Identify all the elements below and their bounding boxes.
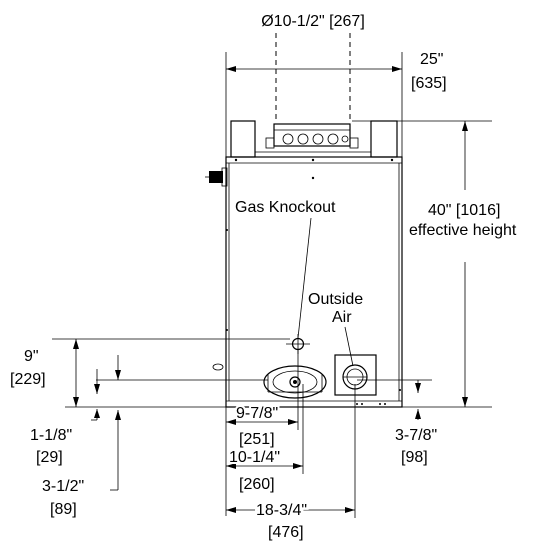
dim-1-1-8-mm: [29] <box>36 449 63 466</box>
dim-9-in: 9" <box>24 348 39 365</box>
dim-3-1-2-in: 3-1/2" <box>42 478 84 495</box>
gas-knockout-leader <box>297 217 312 339</box>
width-label-in: 25" <box>420 51 443 68</box>
outside-air-label-2: Air <box>332 309 352 326</box>
dim-18-3-4-mm: [476] <box>268 524 304 541</box>
dim-3-1-2-mm: [89] <box>50 501 77 518</box>
dim-10-1-4-in: 10-1/4" <box>229 449 280 466</box>
height-label: 40" [1016] <box>428 202 500 219</box>
dim-3-1-2-lines <box>96 355 268 491</box>
width-dimension <box>225 52 403 157</box>
width-label-mm: [635] <box>411 75 447 92</box>
dim-9-lines <box>52 338 290 407</box>
sight-port <box>212 363 224 371</box>
height-dimension <box>352 120 492 407</box>
dim-3-7-8-mm: [98] <box>401 449 428 466</box>
dim-1-1-8-in: 1-1/8" <box>30 427 72 444</box>
gas-knockout-label: Gas Knockout <box>235 199 336 216</box>
dim-3-7-8-lines <box>357 379 432 420</box>
flue-diameter-label: Ø10-1/2" [267] <box>261 13 365 30</box>
dim-9-7-8-in: 9-7/8" <box>236 405 278 422</box>
dim-10-1-4-mm: [260] <box>239 476 275 493</box>
dim-horizontal-lines <box>225 350 356 518</box>
dim-3-7-8-in: 3-7/8" <box>395 427 437 444</box>
dim-9-7-8-mm: [251] <box>239 431 275 448</box>
dim-9-mm: [229] <box>10 371 46 388</box>
flue-collar <box>230 120 398 158</box>
burner-assembly <box>263 365 327 399</box>
outside-air-label-1: Outside <box>308 291 363 308</box>
base-rail <box>356 403 386 405</box>
dim-1-1-8-lines <box>91 369 100 421</box>
height-desc-label: effective height <box>409 222 517 239</box>
gas-valve-stub <box>205 167 228 187</box>
outside-air-leader <box>344 326 354 367</box>
dim-18-3-4-in: 18-3/4" <box>256 502 307 519</box>
outside-air-box <box>334 354 377 396</box>
flue-diameter-extension <box>275 33 351 123</box>
